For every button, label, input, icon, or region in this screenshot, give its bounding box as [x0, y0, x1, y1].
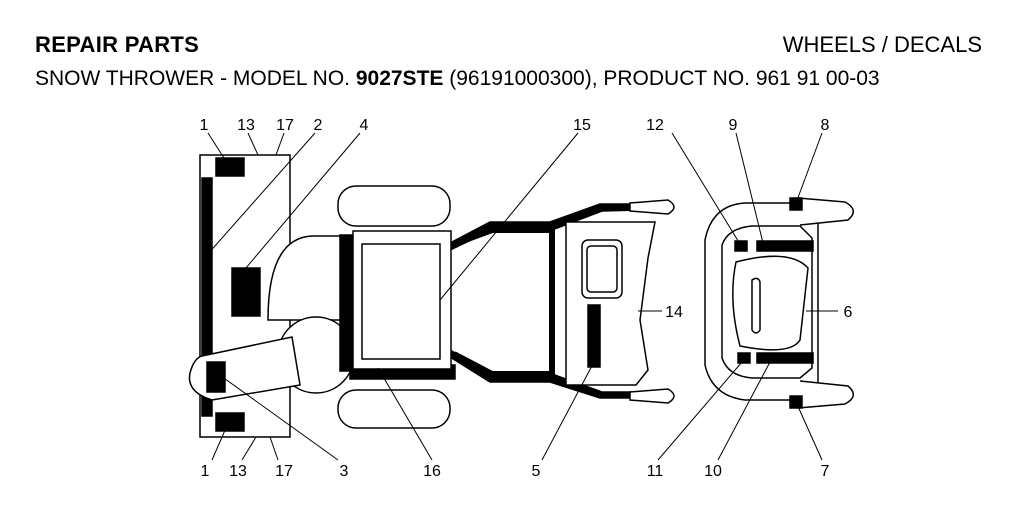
decal-15 [361, 243, 441, 360]
callout-2: 2 [314, 117, 323, 134]
callout-4: 4 [360, 117, 369, 134]
decal-9 [756, 240, 814, 252]
housing-stripe [201, 177, 213, 417]
section-title: REPAIR PARTS [35, 32, 200, 57]
callout-5: 5 [532, 463, 541, 480]
callout-1-bottom: 1 [201, 463, 210, 480]
callout-16: 16 [423, 463, 441, 480]
callout-6: 6 [844, 304, 853, 321]
decal-12 [734, 240, 748, 252]
decal-10 [756, 352, 814, 364]
dash-bowl [732, 255, 809, 351]
callout-12: 12 [646, 117, 664, 134]
callout-10: 10 [704, 463, 722, 480]
handle-top [629, 199, 675, 215]
panel-window-inner [586, 245, 618, 293]
dash-slot [751, 277, 761, 334]
dash-inner [721, 225, 813, 379]
subtitle-suffix: (96191000300), PRODUCT NO. 961 91 00-03 [443, 67, 880, 90]
decal-8 [789, 197, 803, 211]
handlebar-top [797, 197, 854, 226]
callout-15: 15 [573, 117, 591, 134]
callout-13-top: 13 [237, 117, 255, 134]
subtitle-prefix: SNOW THROWER - MODEL NO. [35, 67, 356, 90]
callout-11: 11 [647, 463, 664, 480]
panel-window [581, 239, 623, 299]
callout-9: 9 [729, 117, 738, 134]
callout-17-bottom: 17 [275, 463, 293, 480]
callout-3: 3 [340, 463, 349, 480]
callout-14: 14 [665, 304, 683, 321]
callout-17-top: 17 [276, 117, 294, 134]
handle-bottom [629, 388, 675, 404]
wheel-left-bottom [337, 389, 451, 429]
page-topic: WHEELS / DECALS [782, 32, 982, 57]
chute-base [267, 235, 343, 321]
decal-1-bottom [215, 412, 245, 432]
decal-1-top [215, 157, 245, 177]
callout-1-top: 1 [200, 117, 209, 134]
wheel-left-top [337, 185, 451, 227]
decal-11 [737, 352, 751, 364]
callout-7: 7 [821, 463, 830, 480]
model-subtitle: SNOW THROWER - MODEL NO. 9027STE (961910… [35, 67, 880, 91]
callout-13-bottom: 13 [229, 463, 247, 480]
decal-3 [206, 361, 226, 393]
callout-8: 8 [821, 117, 830, 134]
frame-inner-left [452, 227, 555, 377]
handlebar-bottom [797, 380, 854, 409]
decal-5-strip [587, 304, 601, 368]
frame-left-side [339, 234, 355, 372]
decal-4 [231, 267, 261, 317]
model-number: 9027STE [355, 67, 444, 90]
